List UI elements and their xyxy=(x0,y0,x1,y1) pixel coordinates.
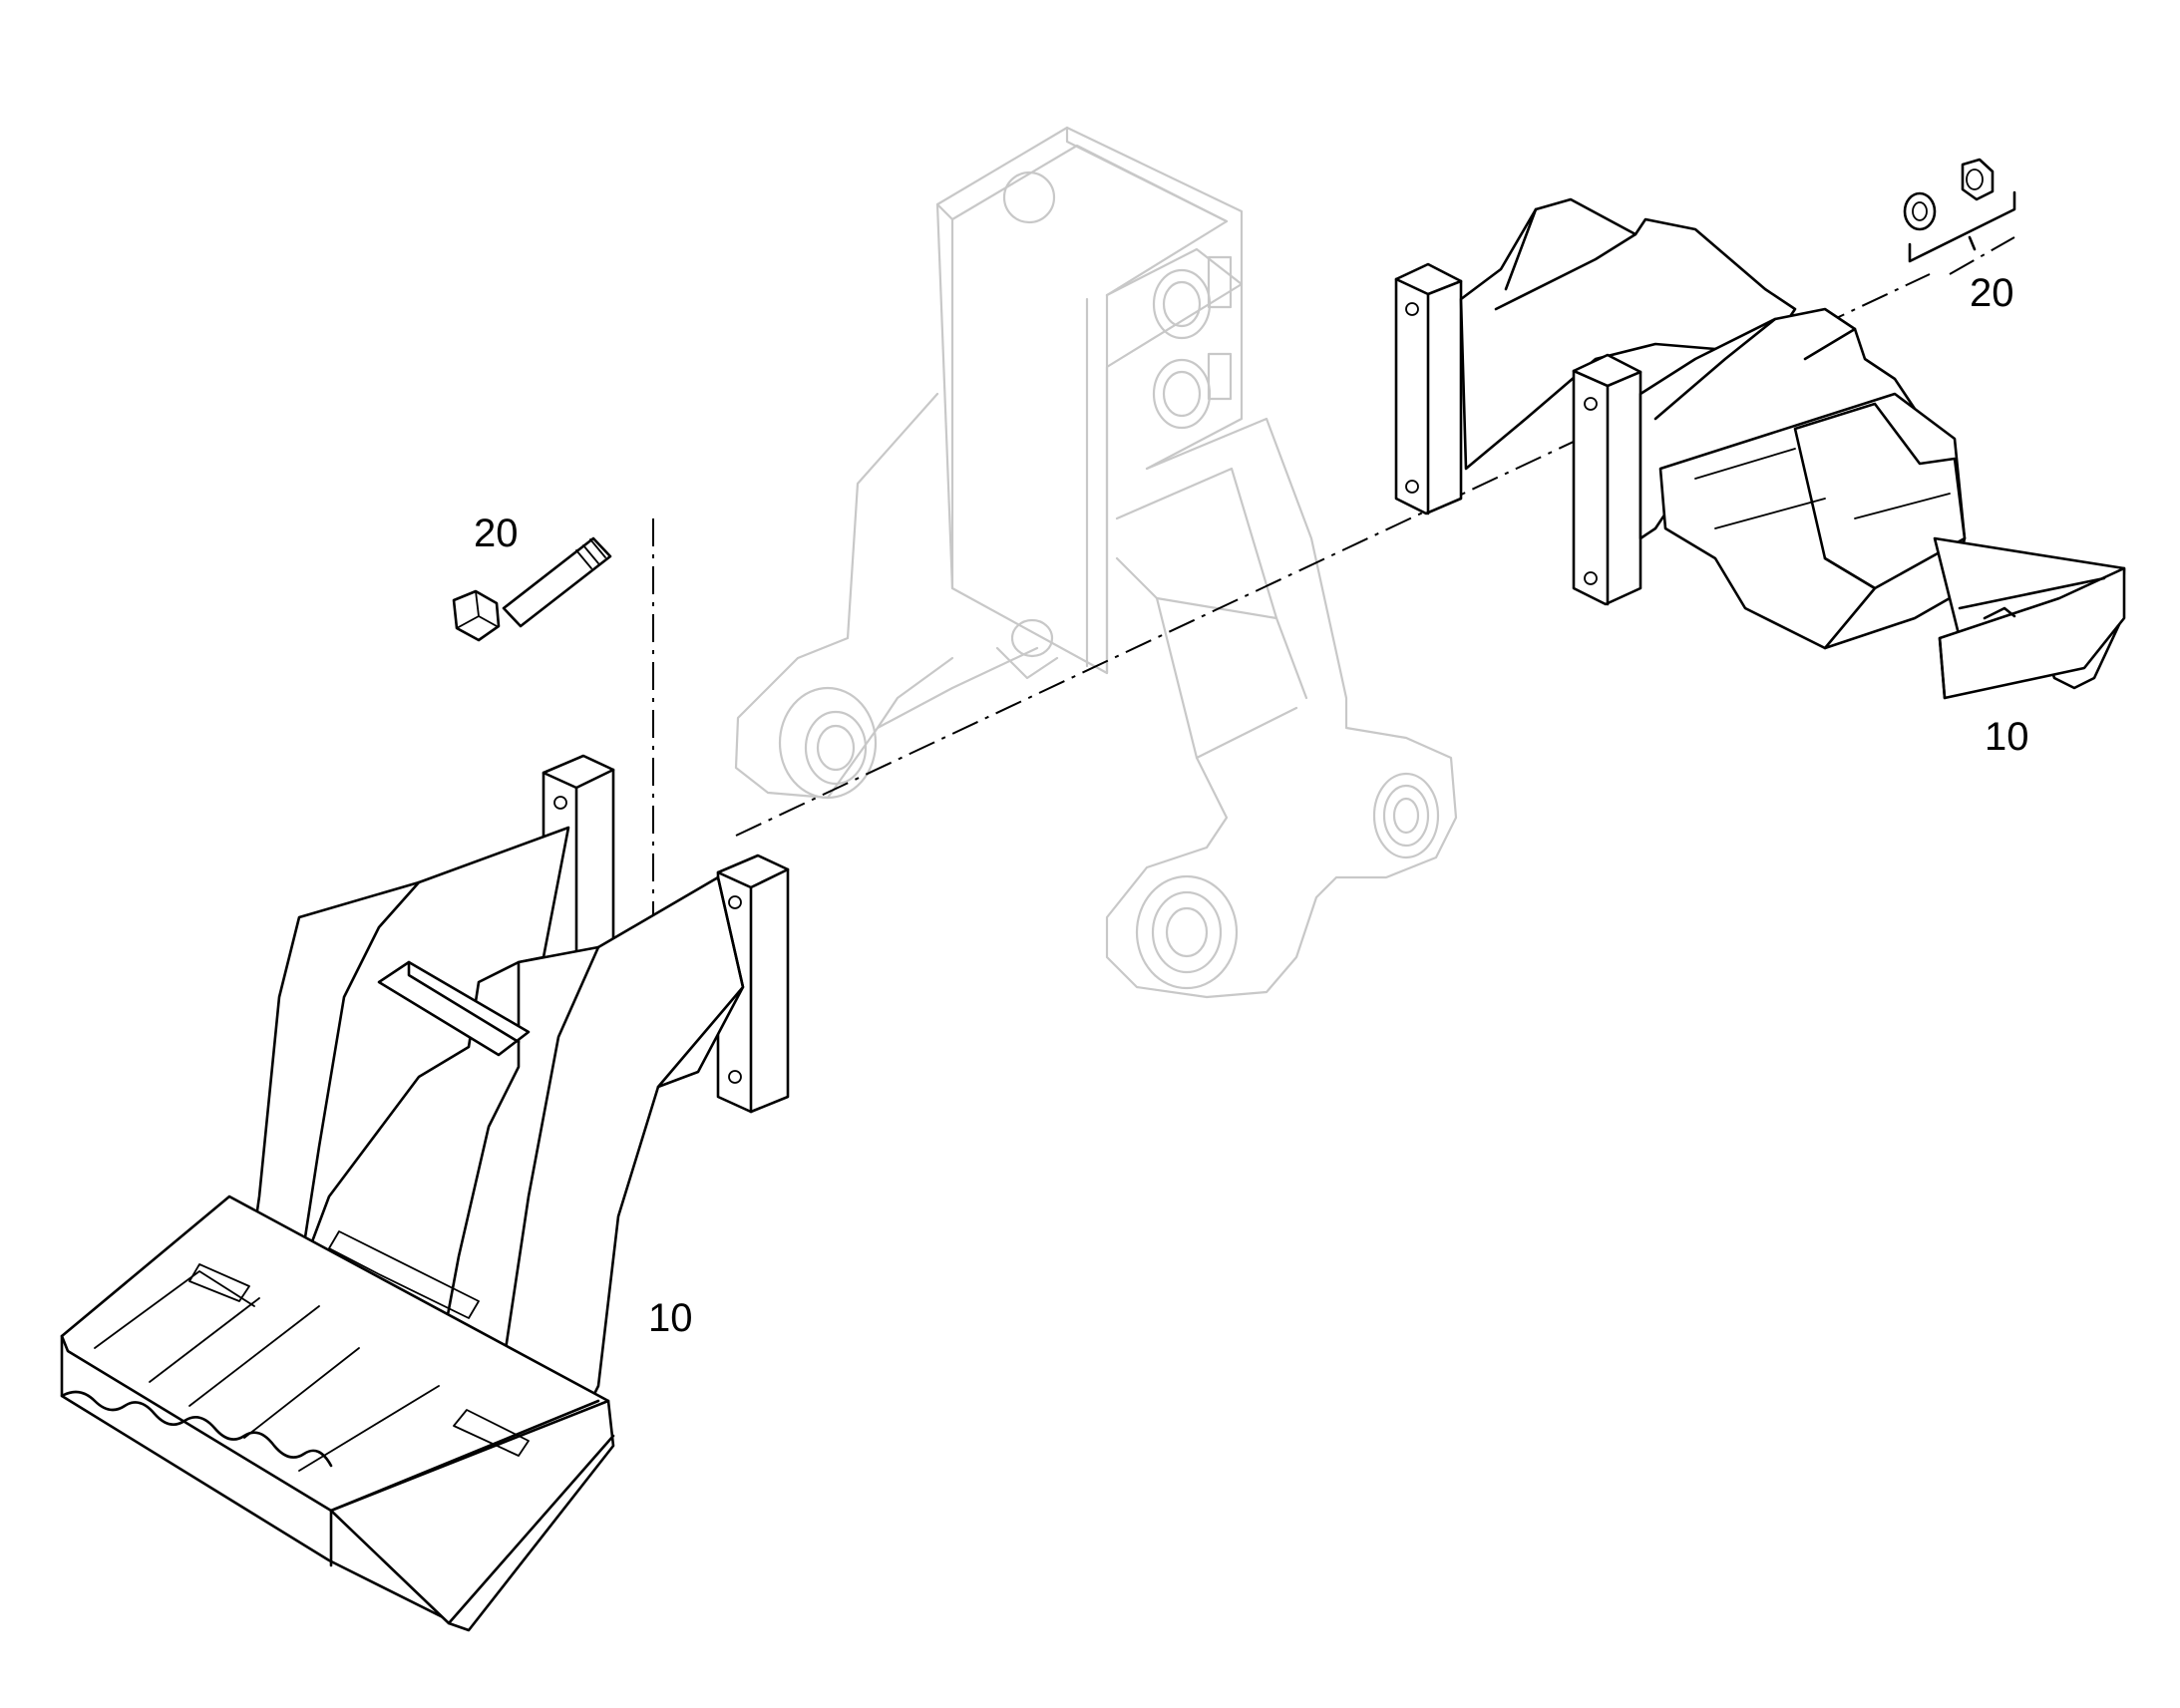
callout-nut-washer-label: 20 xyxy=(1970,271,2014,315)
callout-labels: 20 20 10 10 xyxy=(474,271,2029,1340)
step-assembly-left xyxy=(60,754,790,1632)
step-assembly-right xyxy=(1394,197,2126,700)
callout-step-right-label: 10 xyxy=(1985,715,2029,759)
frame-bracket-ghost xyxy=(734,126,1458,999)
callout-step-left-label: 10 xyxy=(648,1296,693,1340)
callout-bolt-label: 20 xyxy=(474,512,519,555)
bolt-part xyxy=(452,536,612,642)
nut-washer-part xyxy=(1903,158,2016,263)
assembly-center-lines xyxy=(652,236,2015,944)
